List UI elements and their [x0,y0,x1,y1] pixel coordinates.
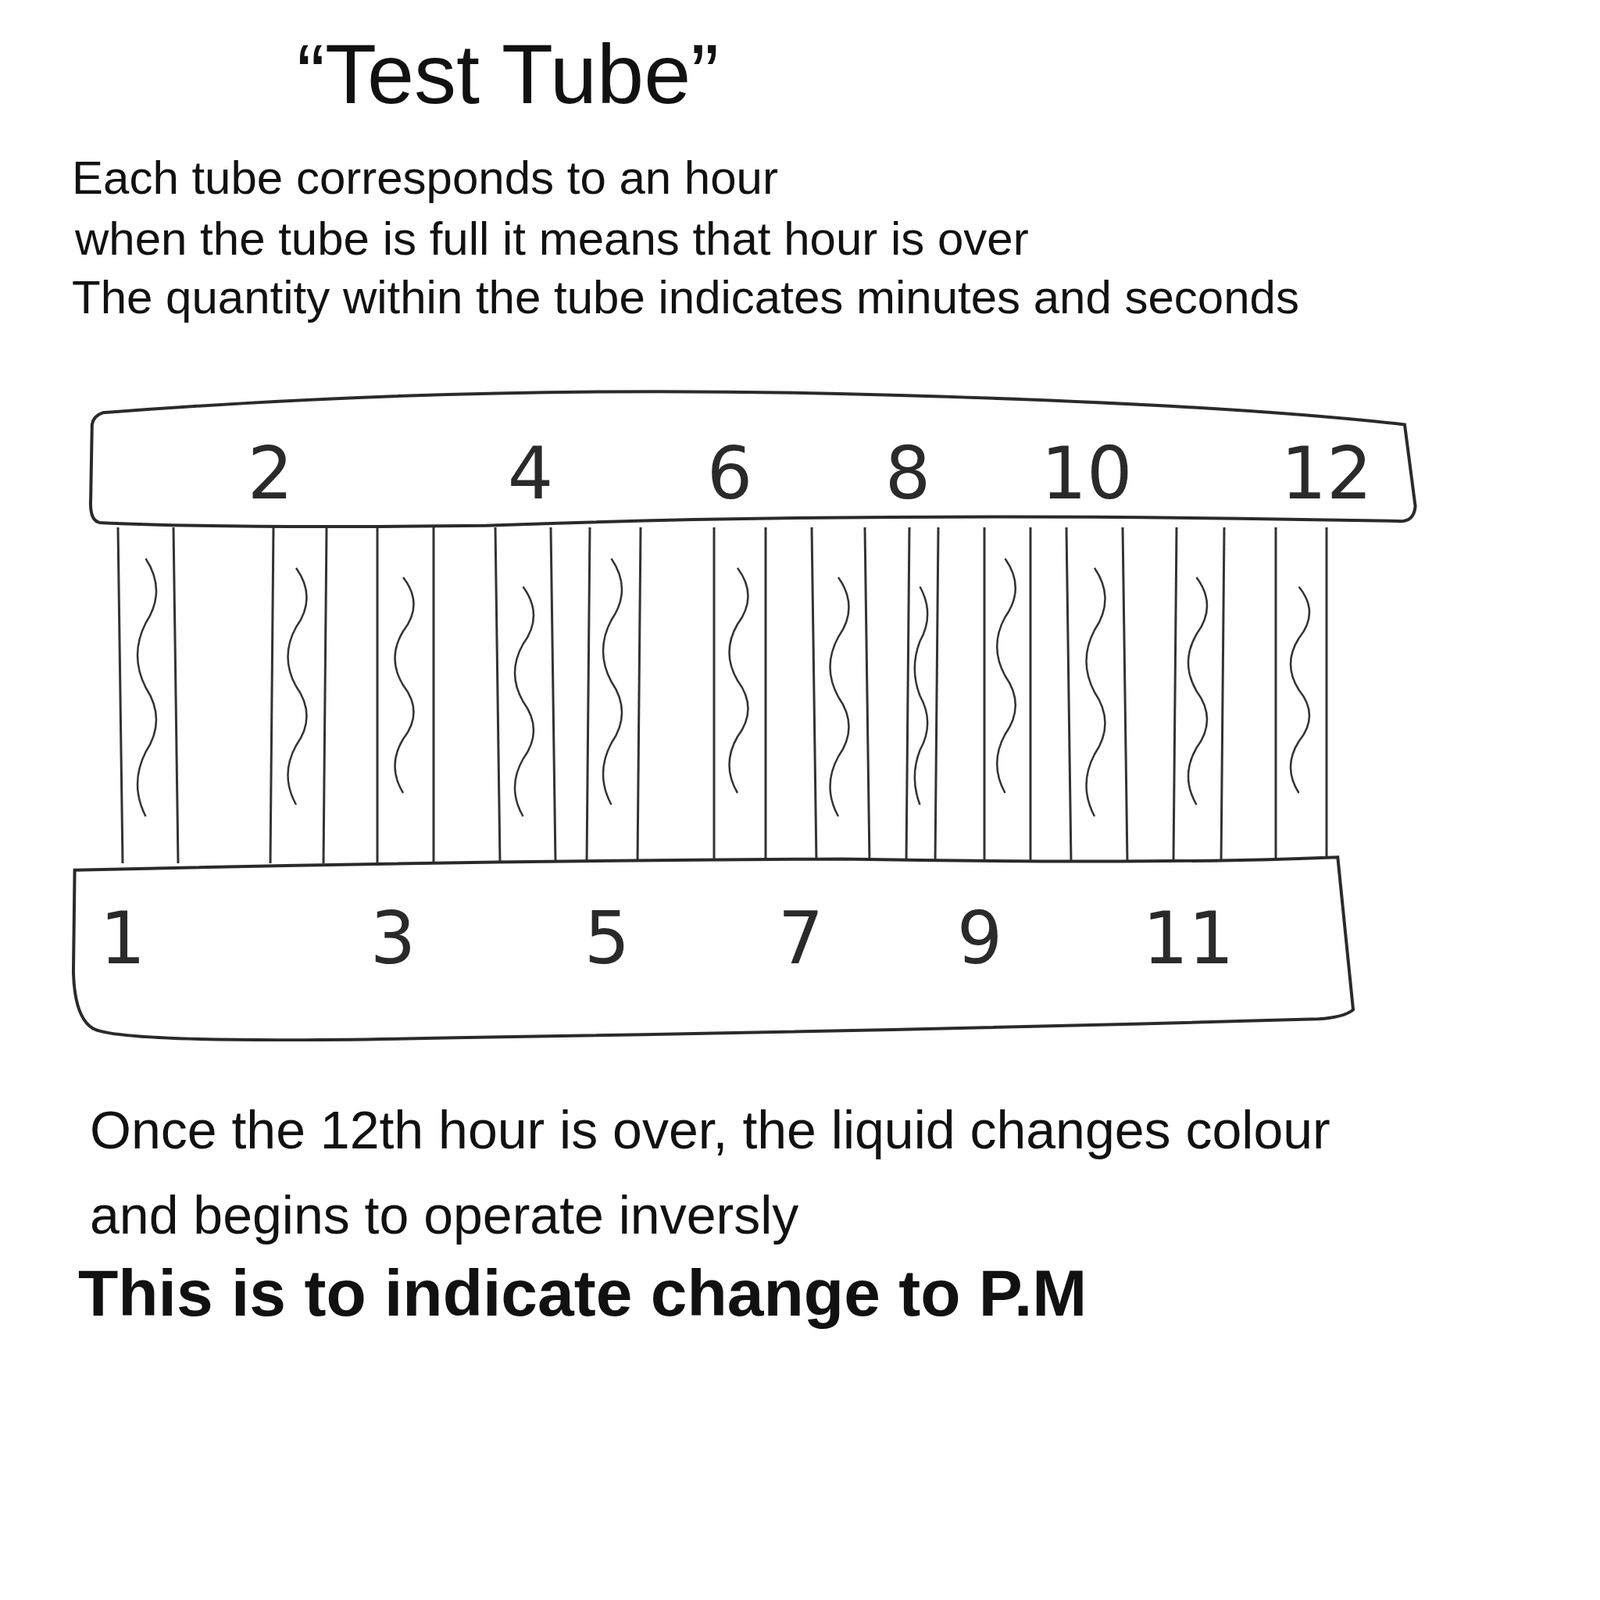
tube-wall [864,527,870,864]
hour-number: 2 [247,438,294,511]
tube-wall [1275,527,1278,864]
bar-outline-path [73,857,1354,1040]
hour-bar: 1 3 5 7 9 11 [69,851,1358,1057]
tube-wall [811,527,817,864]
tube-wall [270,527,274,864]
note-text: This is to indicate change to P.M [78,1253,1087,1333]
liquid-squiggle [603,558,622,805]
tube-wall [935,527,939,864]
tube-wall [432,527,436,864]
liquid-squiggle [1290,586,1310,793]
hour-number: 12 [1280,438,1372,511]
hour-number: 11 [1142,903,1234,975]
tube-wall [764,527,768,864]
liquid-squiggle [1188,577,1208,805]
tube-wall [117,527,123,864]
tube-wall [173,527,179,864]
note-text: Each tube corresponds to an hour [71,150,779,207]
hour-number: 10 [1040,438,1133,511]
hour-bar: 2 4 6 8 10 12 [86,372,1418,536]
hour-number: 4 [507,438,554,511]
title: “Test Tube” [296,23,719,125]
liquid-squiggle [514,586,534,817]
liquid-squiggle [996,558,1016,793]
tube-wall [1325,527,1329,864]
hour-number: 9 [957,903,1004,975]
note-text: The quantity within the tube indicates m… [71,269,1300,326]
tube-wall [1066,527,1072,864]
tube-wall [983,527,986,864]
liquid-squiggle [395,577,415,793]
tube-wall [495,527,500,864]
tube-wall [713,527,716,864]
liquid-squiggle [137,558,157,817]
note-text: Once the 12th hour is over, the liquid c… [89,1087,1434,1258]
note-text: when the tube is full it means that hour… [75,210,1029,268]
hour-number: 8 [885,438,932,511]
tube-wall [906,527,910,864]
liquid-squiggle [729,567,749,793]
tube-wall [637,527,641,864]
bar-outline-path [90,391,1416,527]
hour-number: 7 [778,903,825,975]
tube-wall [1122,527,1128,864]
liquid-squiggle [914,586,928,805]
tube-wall [1221,527,1225,864]
liquid-squiggle [830,577,850,817]
tube-wall [586,527,590,864]
hour-number: 6 [707,438,754,511]
hour-number: 1 [100,903,147,975]
tube-wall [376,527,379,864]
tube-wall [1173,527,1177,864]
tube-wall [1029,527,1033,864]
liquid-squiggle [288,567,308,805]
liquid-squiggle [1086,567,1106,817]
hour-number: 5 [584,903,631,975]
tube-wall [323,527,327,864]
tube-wall [550,527,556,864]
hour-number: 3 [370,903,417,975]
